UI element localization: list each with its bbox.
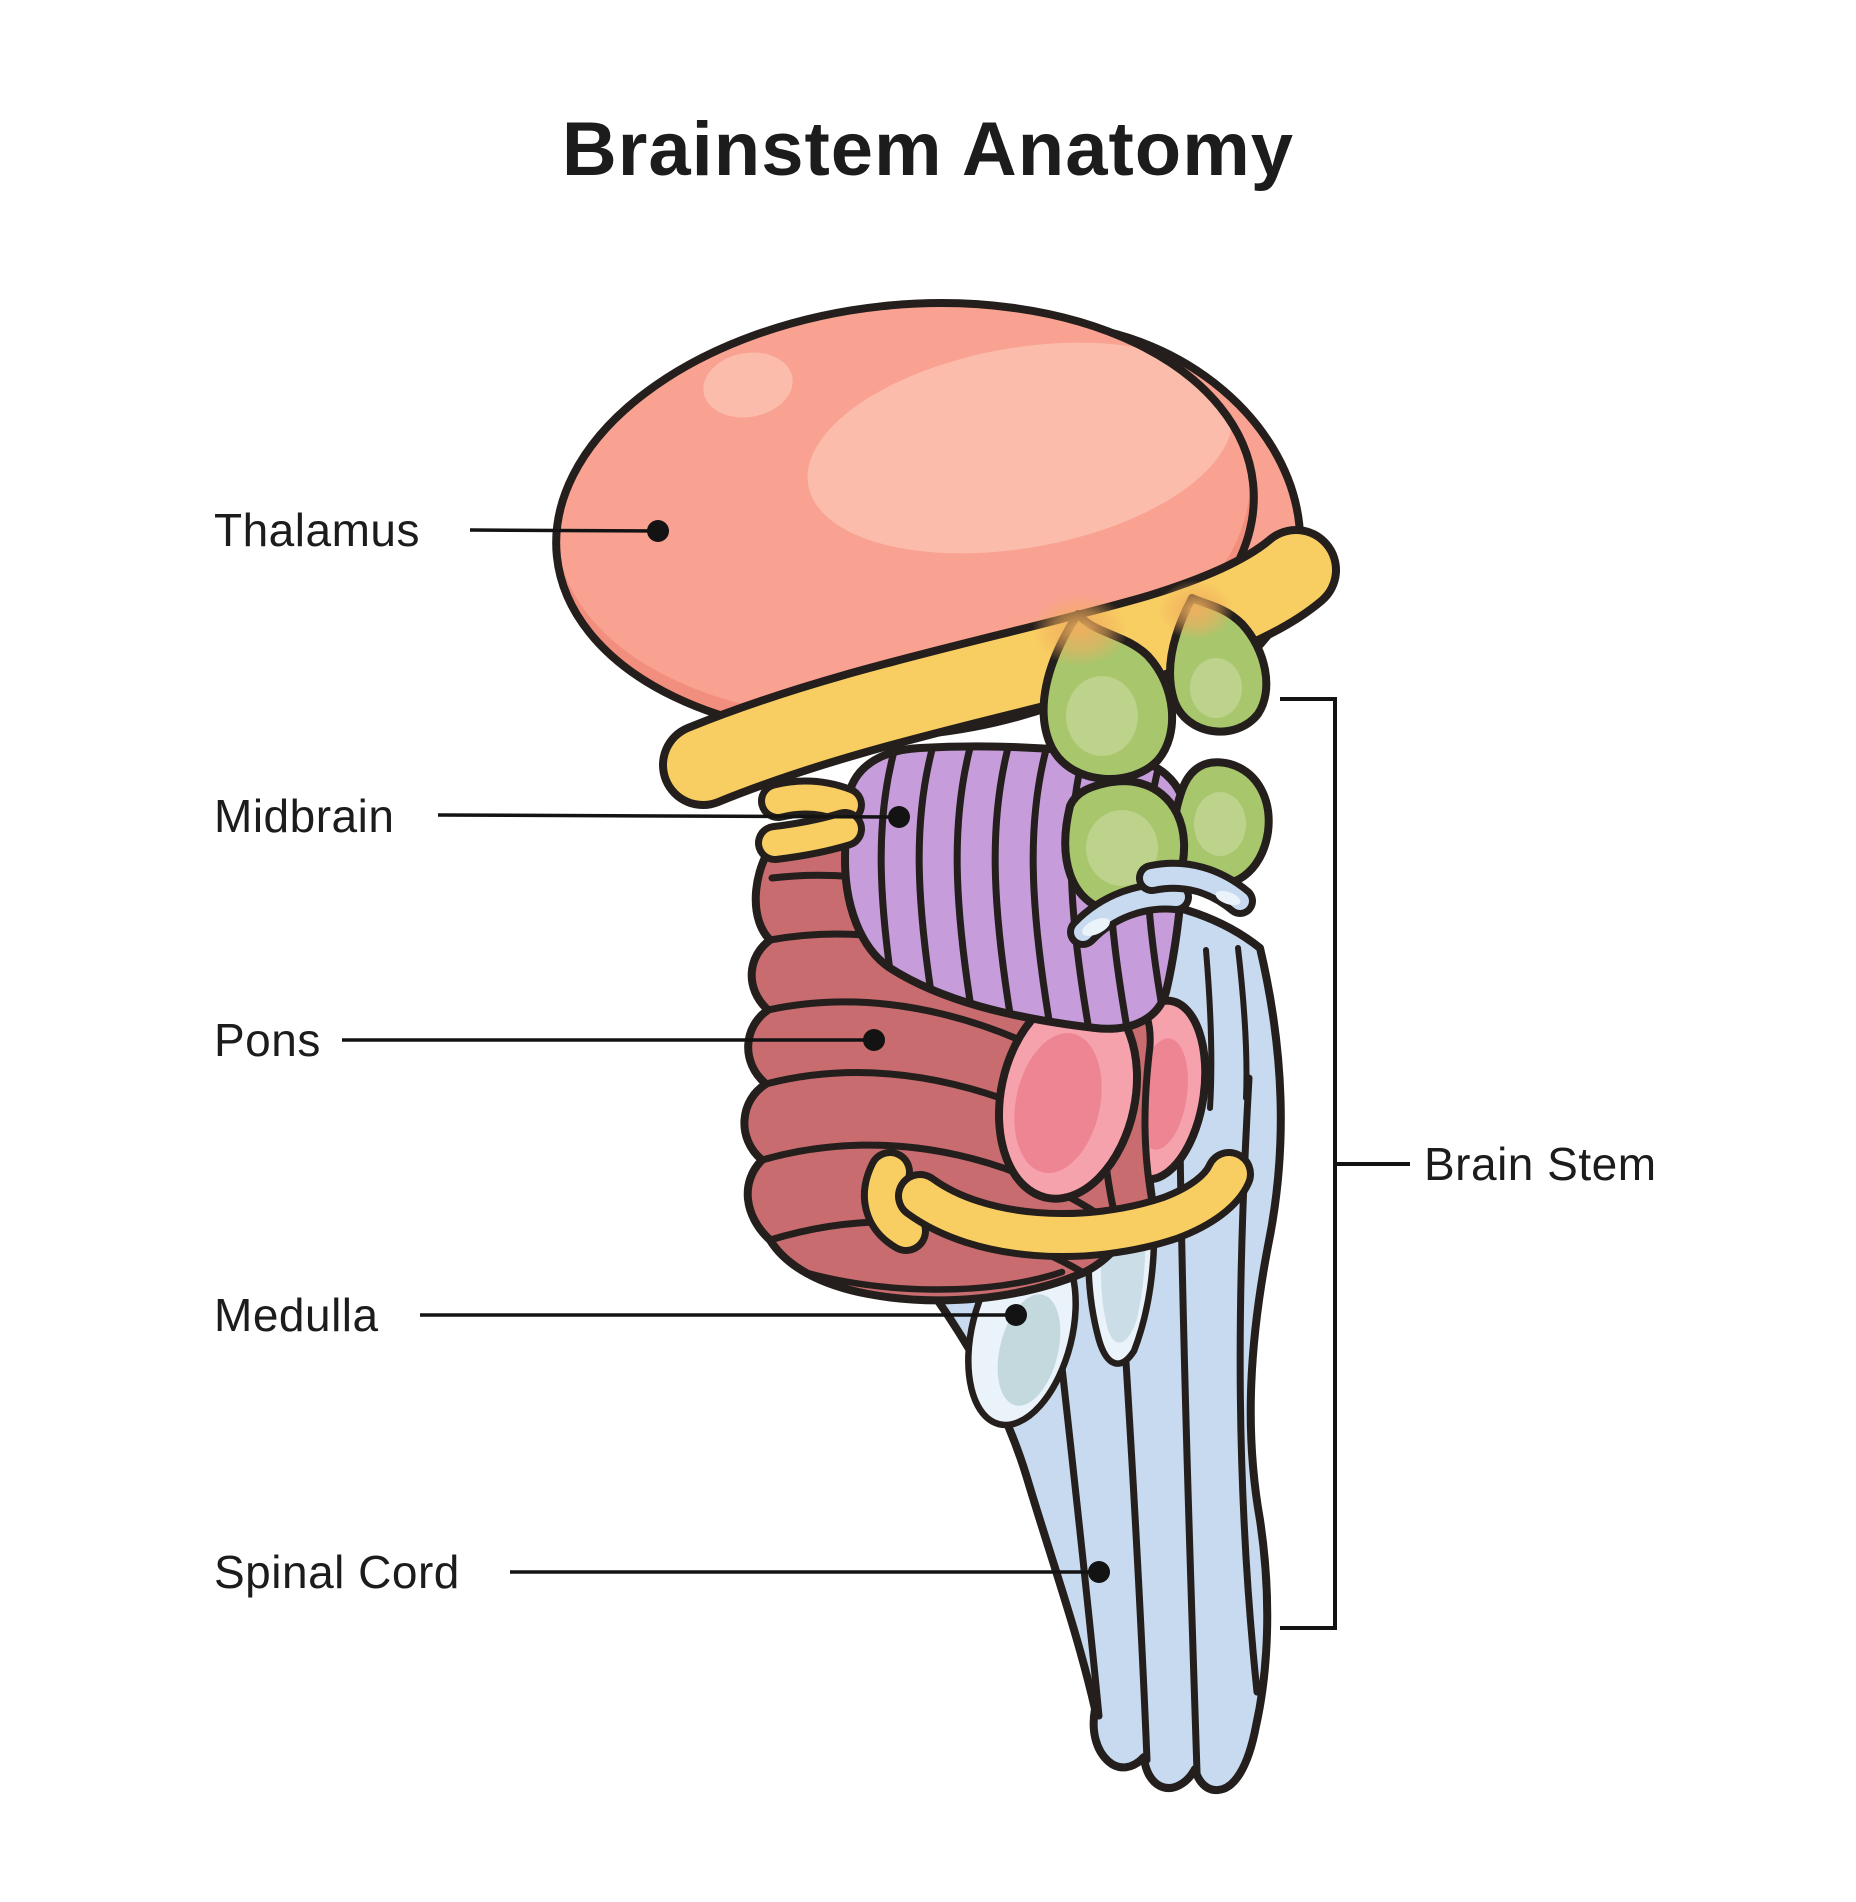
label-pons: Pons	[214, 1014, 321, 1066]
pons-yellow-fibers	[860, 1149, 1254, 1261]
cranial-nerve-roots	[1067, 859, 1256, 948]
label-brain-stem: Brain Stem	[1424, 1138, 1657, 1190]
label-medulla: Medulla	[214, 1289, 379, 1341]
leader-line-midbrain	[437, 813, 900, 819]
colliculi-shape	[1032, 580, 1273, 918]
page-title: Brainstem Anatomy	[561, 107, 1295, 192]
brainstem-bracket	[1280, 697, 1337, 1630]
label-spinal-cord: Spinal Cord	[214, 1546, 460, 1598]
label-thalamus: Thalamus	[214, 504, 420, 556]
thalamus-highlight-small	[703, 352, 793, 418]
label-midbrain: Midbrain	[214, 790, 395, 842]
thalamus-highlight-large	[807, 342, 1233, 554]
leader-lines	[342, 520, 1410, 1630]
leader-line-thalamus	[469, 528, 659, 533]
